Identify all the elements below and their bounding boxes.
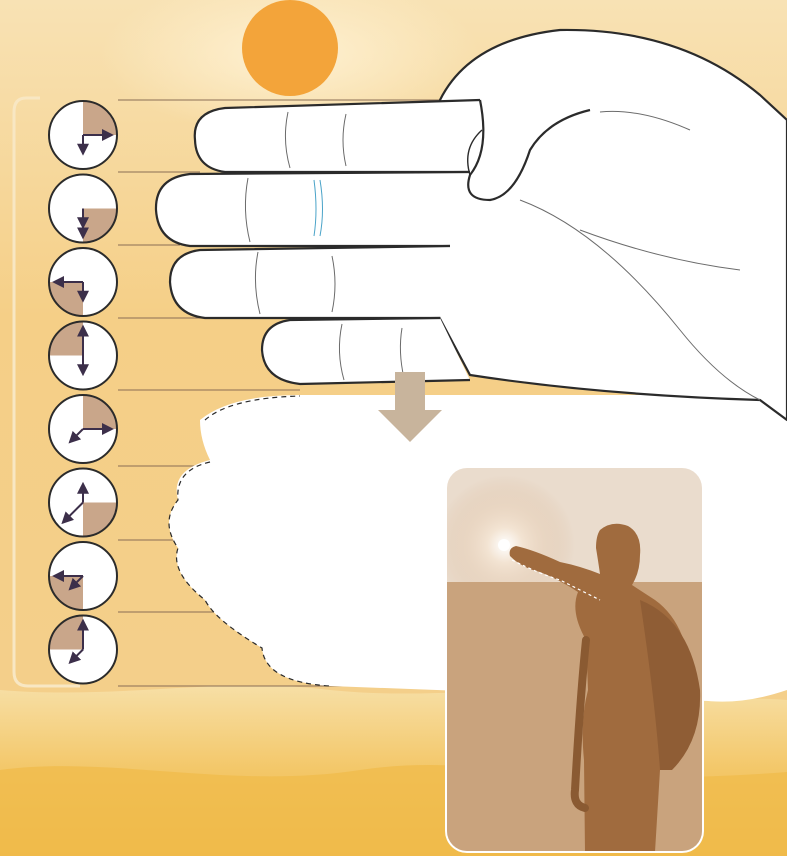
clock-icon: [49, 469, 117, 537]
clock-icon: [49, 616, 117, 684]
sun-icon: [242, 0, 338, 96]
clock-icon: [49, 395, 117, 463]
clock-icon: [49, 248, 117, 316]
clock-icon: [49, 175, 117, 243]
inset-scene: [435, 466, 704, 853]
clock-icon: [49, 101, 117, 169]
inset-sun-icon: [498, 539, 510, 551]
clock-icon: [49, 322, 117, 390]
clock-icon: [49, 542, 117, 610]
